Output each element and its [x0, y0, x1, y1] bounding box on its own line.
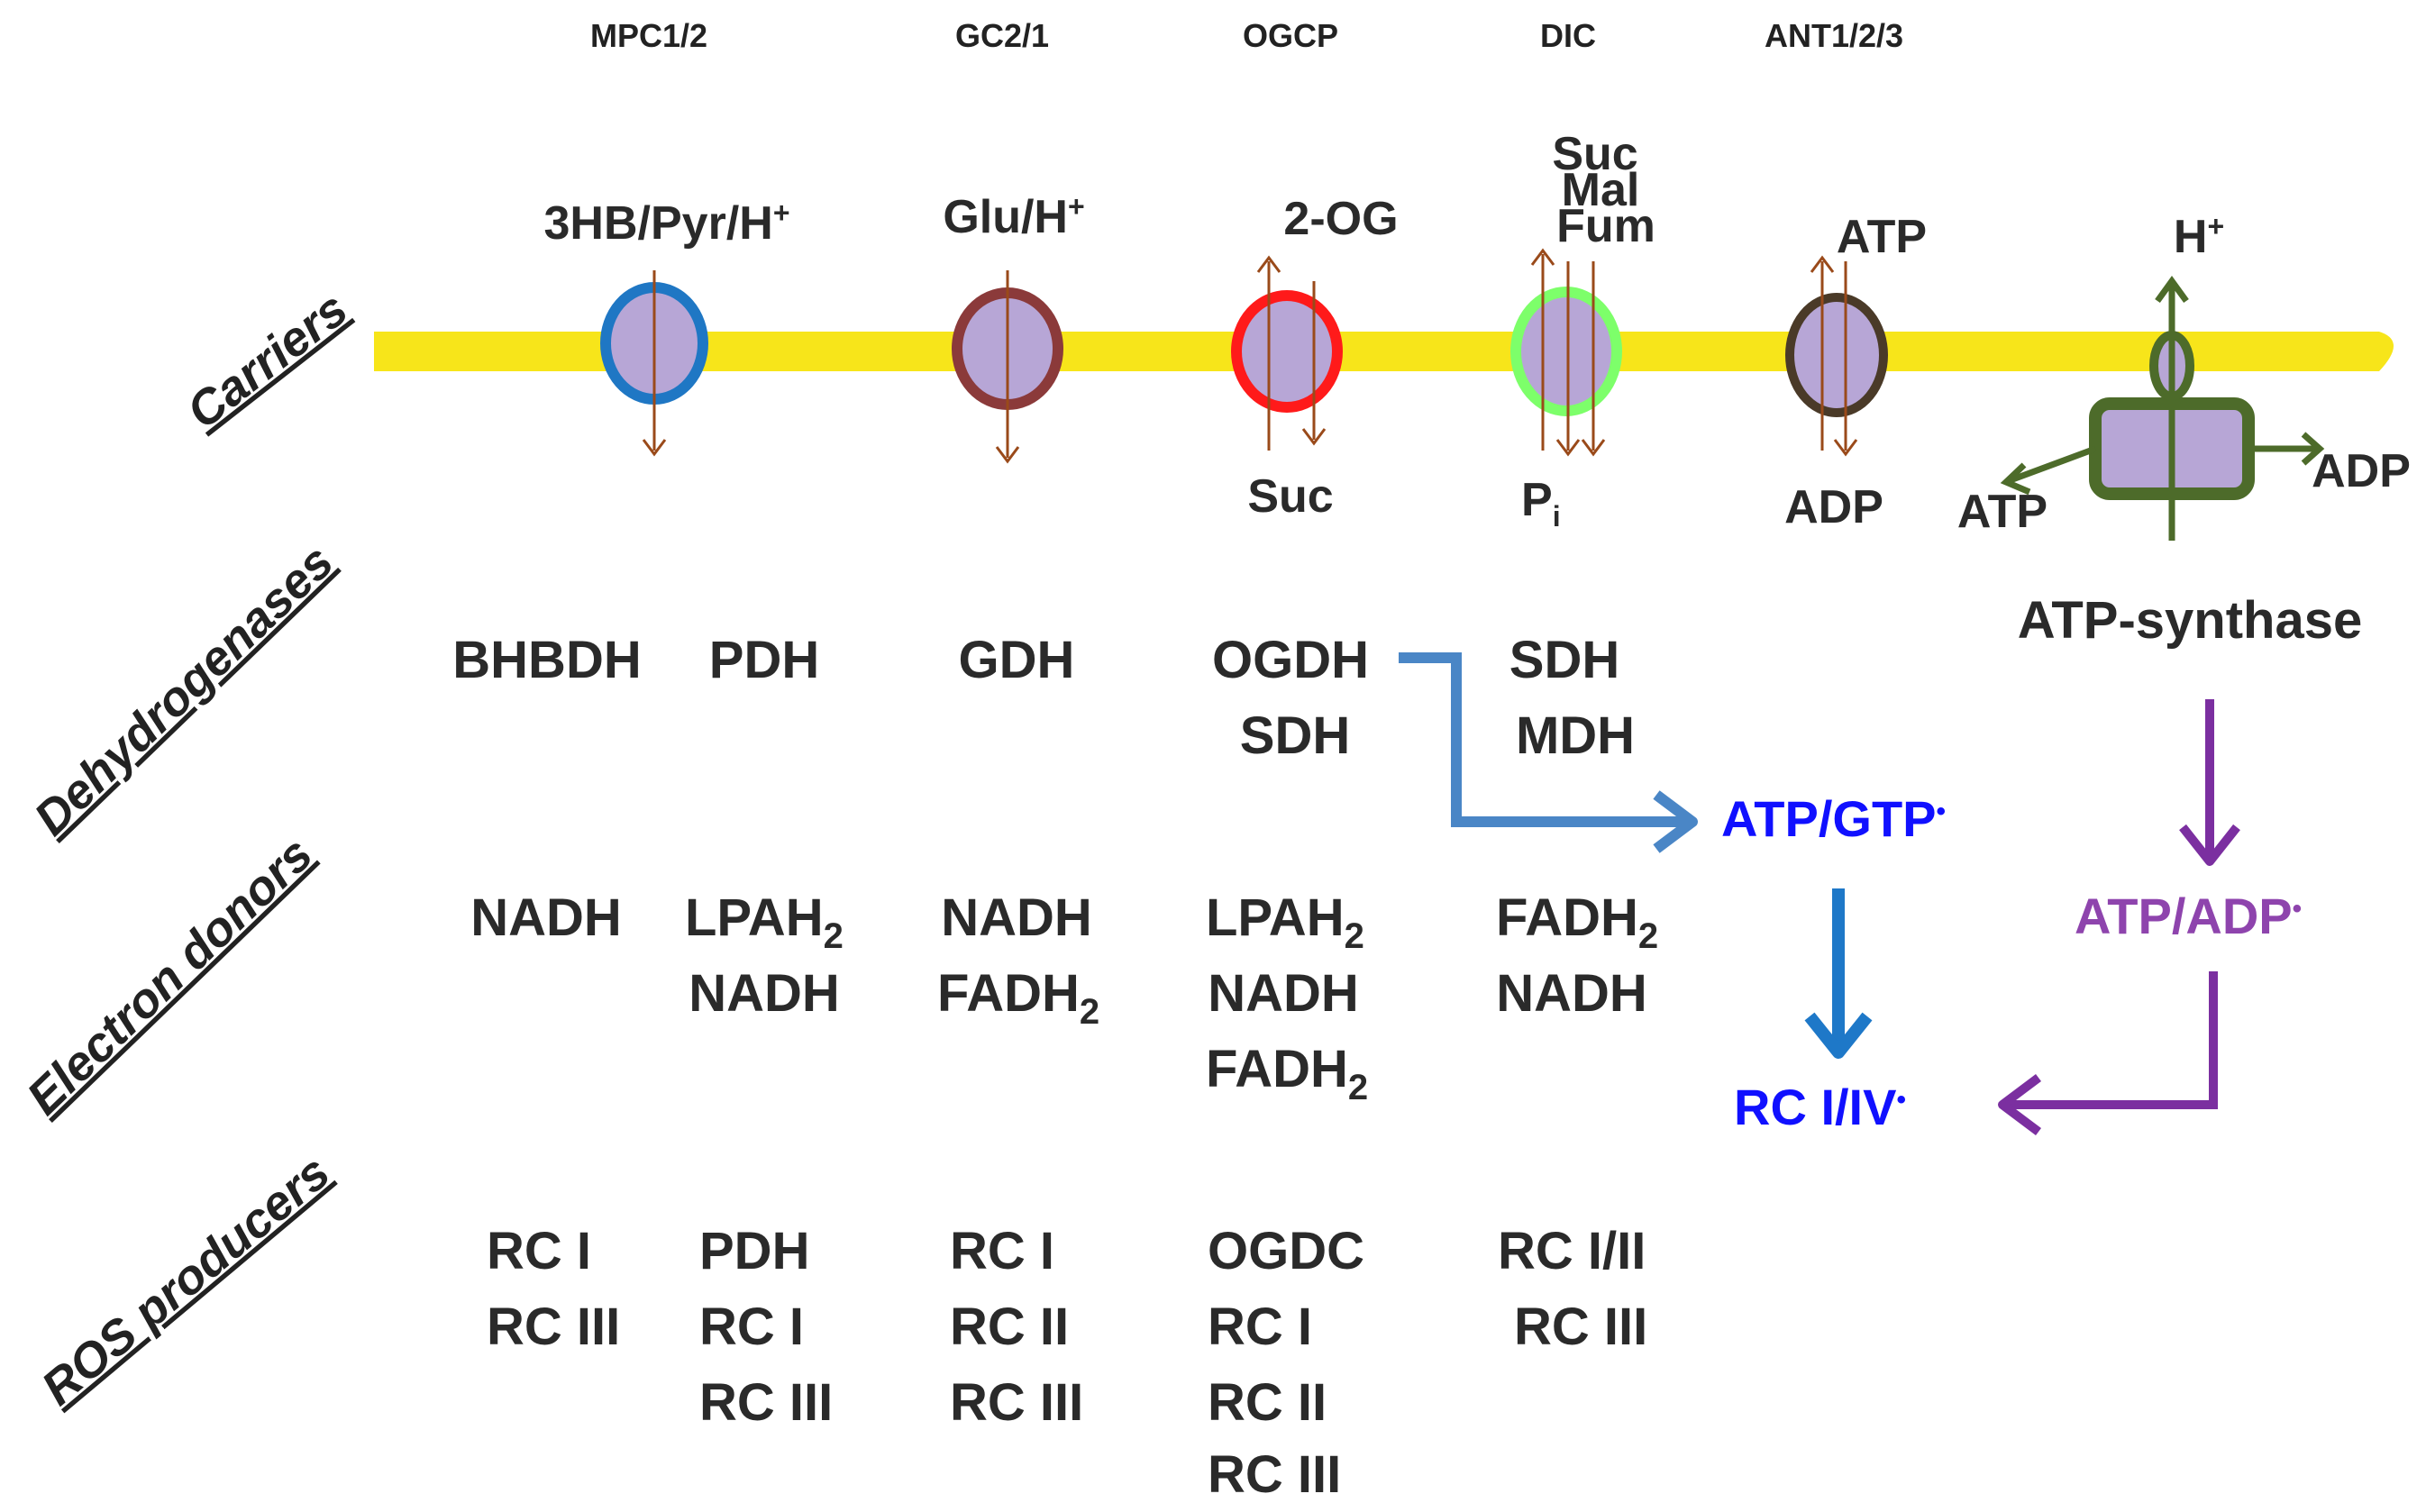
svg-text:FADH2: FADH2: [937, 964, 1099, 1032]
dic-bottom-label: P: [1521, 474, 1553, 526]
ogcp-bottom-label: Suc: [1247, 470, 1333, 523]
dehydrogenase-pdh: PDH: [709, 631, 819, 689]
donor-nadh-2: NADH: [689, 964, 840, 1023]
ros-c1-2: RC III: [487, 1298, 620, 1356]
ros-c5-2: RC III: [1514, 1298, 1647, 1356]
atp-gtp-label: ATP/GTP: [1721, 790, 1937, 847]
ant-carrier: ATP ADP: [1784, 211, 1927, 533]
dic-top-label-2: Mal: [1562, 164, 1640, 216]
carrier-name-mpc: MPC1/2: [590, 17, 707, 54]
svg-text:ATP/ADP•: ATP/ADP•: [2075, 888, 2302, 944]
rc-mark: •: [1896, 1085, 1906, 1115]
mpc-substrate-label: 3HB/Pyr/H: [544, 197, 773, 250]
membrane-band: [374, 332, 2394, 371]
svg-text:LPAH2: LPAH2: [1206, 888, 1364, 956]
dic-top-label-3: Fum: [1556, 200, 1655, 252]
dehydrogenase-bhbdh: BHBDH: [452, 631, 641, 689]
svg-text:ATP/GTP•: ATP/GTP•: [1721, 790, 1946, 847]
svg-text:FADH2: FADH2: [1496, 888, 1658, 956]
rc-label: RC I/IV: [1734, 1079, 1896, 1135]
dehydrogenase-ogdh-sdh: SDH: [1240, 706, 1350, 765]
svg-text:Pi: Pi: [1521, 474, 1561, 533]
ros-c2-3: RC III: [699, 1373, 833, 1432]
ros-c3-1: RC I: [950, 1222, 1054, 1280]
svg-text:FADH2: FADH2: [1206, 1040, 1368, 1107]
dic-carrier: Suc Mal Fum Pi: [1510, 128, 1655, 533]
dehydrogenase-sdh: SDH: [1509, 631, 1619, 689]
atp-adp-label: ATP/ADP: [2075, 888, 2293, 944]
donor-fadh-2-sub: 2: [1348, 1068, 1368, 1107]
ant-top-label: ATP: [1837, 211, 1927, 263]
dehydrogenase-ogdh: OGDH: [1212, 631, 1369, 689]
carrier-names: MPC1/2 GC2/1 OGCP DIC ANT1/2/3: [590, 17, 1903, 54]
ros-c3-2: RC II: [950, 1298, 1069, 1356]
ros-c2-1: PDH: [699, 1222, 809, 1280]
svg-text:Glu/H+: Glu/H+: [943, 190, 1084, 243]
donor-nadh-3: NADH: [941, 888, 1092, 947]
mpc-substrate-sup: +: [773, 196, 790, 229]
svg-text:LPAH2: LPAH2: [685, 888, 844, 956]
svg-text:H+: H+: [2174, 210, 2224, 263]
donor-fadh-2: FADH: [1206, 1040, 1348, 1098]
dehydrogenase-gdh: GDH: [959, 631, 1075, 689]
ros-c3-3: RC III: [950, 1373, 1083, 1432]
donor-lpah-1-sub: 2: [824, 916, 844, 956]
synthase-to-atp-adp-arrow: [2179, 699, 2240, 866]
atp-adp-to-rc-arrow: [1998, 971, 2218, 1135]
dehydrogenases-row: BHBDH PDH GDH OGDH SDH SDH MDH: [452, 631, 1635, 765]
donor-nadh-5: NADH: [1496, 964, 1647, 1023]
dehydrogenase-mdh: MDH: [1516, 706, 1635, 765]
atp-synthase: H+ ATP ADP ATP-synthase: [1957, 210, 2411, 650]
ros-c4-2: RC I: [1208, 1298, 1312, 1356]
ogcp-carrier: 2-OG Suc: [1231, 193, 1399, 523]
ogcp-top-label: 2-OG: [1283, 193, 1398, 245]
ros-c1-1: RC I: [487, 1222, 591, 1280]
dic-bottom-sub: i: [1553, 500, 1561, 533]
gc-carrier: Glu/H+: [943, 190, 1085, 464]
synthase-right-label: ADP: [2312, 445, 2411, 497]
donor-fadh-1-sub: 2: [1080, 992, 1099, 1032]
donor-fadh-3: FADH: [1496, 888, 1638, 947]
gc-substrate-sup: +: [1068, 190, 1085, 223]
row-label-ros-producers: ROS producers: [32, 1145, 340, 1416]
ros-producers-row: RC I RC III PDH RC I RC III RC I RC II R…: [487, 1222, 1647, 1504]
carrier-name-dic: DIC: [1540, 17, 1596, 54]
ros-c4-3: RC II: [1208, 1373, 1327, 1432]
donor-lpah-2-sub: 2: [1345, 916, 1364, 956]
synthase-proton-sup: +: [2207, 210, 2224, 242]
ros-c5-1: RC I/II: [1498, 1222, 1646, 1280]
donor-fadh-1: FADH: [937, 964, 1080, 1023]
ros-c4-4: RC III: [1208, 1445, 1341, 1504]
ant-bottom-label: ADP: [1784, 481, 1883, 533]
carrier-name-gc: GC2/1: [955, 17, 1049, 54]
gc-substrate-label: Glu/H: [943, 191, 1068, 243]
carrier-name-ogcp: OGCP: [1243, 17, 1338, 54]
ogdh-to-atp-gtp-arrow: [1399, 652, 1698, 853]
synthase-name: ATP-synthase: [2018, 591, 2362, 650]
electron-donors-row: NADH LPAH2 NADH NADH FADH2 LPAH2 NADH FA…: [470, 888, 1658, 1107]
donor-lpah-2: LPAH: [1206, 888, 1345, 947]
ros-c4-1: OGDC: [1208, 1222, 1364, 1280]
carrier-name-ant: ANT1/2/3: [1765, 17, 1903, 54]
row-label-dehydrogenases: Dehydrogenases: [24, 534, 344, 845]
mpc-carrier: 3HB/Pyr/H+: [544, 196, 790, 457]
donor-fadh-3-sub: 2: [1638, 916, 1658, 956]
donor-lpah-1: LPAH: [685, 888, 824, 947]
synthase-proton-label: H: [2174, 211, 2208, 263]
atp-adp-mark: •: [2293, 894, 2303, 924]
atp-gtp-to-rc-arrow: [1804, 888, 1873, 1059]
ros-c2-2: RC I: [699, 1298, 804, 1356]
donor-nadh-4: NADH: [1208, 964, 1359, 1023]
svg-text:RC I/IV•: RC I/IV•: [1734, 1079, 1906, 1135]
atp-gtp-mark: •: [1937, 797, 1947, 826]
row-label-electron-donors: Electron donors: [17, 827, 324, 1125]
dic-top-label-1: Suc: [1552, 128, 1637, 180]
donor-nadh-1: NADH: [470, 888, 622, 947]
svg-text:3HB/Pyr/H+: 3HB/Pyr/H+: [544, 196, 790, 250]
synthase-left-label: ATP: [1957, 486, 2048, 538]
row-label-carriers: Carriers: [177, 282, 357, 440]
